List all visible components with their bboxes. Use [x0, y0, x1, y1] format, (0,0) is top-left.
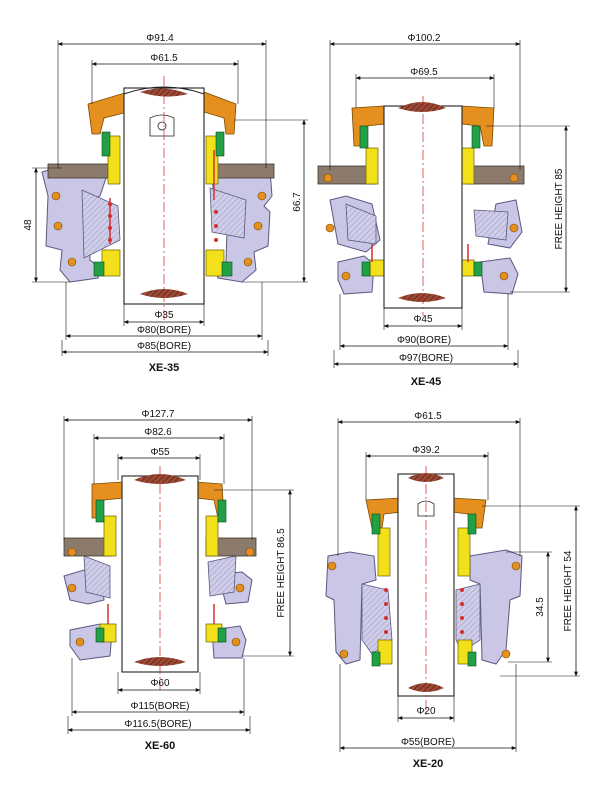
seal-xe45: Φ100.2 Φ69.5 FREE HEIGHT 85 Φ45 Φ90(BORE… — [317, 33, 570, 388]
model-label-xe60: XE-60 — [145, 740, 176, 752]
dim-xe45-free-height: FREE HEIGHT 85 — [554, 168, 565, 249]
dim-xe45-outer: Φ100.2 — [407, 33, 440, 44]
seal-xe60: Φ127.7 Φ82.6 Φ55 FREE HEIGHT 86.5 Φ60 Φ1… — [63, 409, 294, 752]
dim-xe20-free-height: FREE HEIGHT 54 — [563, 550, 574, 631]
dim-xe35-bore1: Φ80(BORE) — [137, 325, 191, 336]
dim-xe20-height: 34.5 — [535, 597, 546, 617]
dim-xe45-inner: Φ69.5 — [410, 67, 438, 78]
dim-xe45-bore2: Φ97(BORE) — [399, 353, 453, 364]
dim-xe20-inner: Φ39.2 — [412, 445, 440, 456]
dim-xe60-free-height: FREE HEIGHT 86.5 — [276, 528, 287, 618]
dim-xe35-bore2: Φ85(BORE) — [137, 341, 191, 352]
dim-xe35-outer: Φ91.4 — [146, 33, 174, 44]
dim-xe60-shaft: Φ60 — [150, 678, 170, 689]
dim-xe35-height-left: 48 — [23, 219, 34, 231]
model-label-xe45: XE-45 — [411, 376, 442, 388]
dim-xe60-outer: Φ127.7 — [141, 409, 174, 420]
dim-xe20-bore: Φ55(BORE) — [401, 737, 455, 748]
model-label-xe35: XE-35 — [149, 362, 180, 374]
dim-xe35-height-right: 66.7 — [292, 192, 303, 212]
dim-xe20-shaft: Φ20 — [416, 706, 436, 717]
dim-xe60-shaft-top: Φ55 — [150, 447, 170, 458]
seal-xe35: Φ91.4 Φ61.5 48 66.7 Φ35 Φ80(BORE) Φ85(BO… — [23, 33, 308, 374]
dim-xe60-bore1: Φ115(BORE) — [131, 701, 190, 712]
dim-xe45-bore1: Φ90(BORE) — [397, 335, 451, 346]
dim-xe60-bore2: Φ116.5(BORE) — [124, 719, 191, 730]
seal-xe20: Φ61.5 Φ39.2 34.5 FREE HEIGHT 54 Φ20 Φ55(… — [325, 411, 580, 770]
dim-xe20-outer: Φ61.5 — [414, 411, 442, 422]
dim-xe45-shaft: Φ45 — [413, 314, 433, 325]
dim-xe35-inner: Φ61.5 — [150, 53, 178, 64]
dim-xe60-inner: Φ82.6 — [144, 427, 172, 438]
dim-xe35-shaft: Φ35 — [154, 310, 174, 321]
model-label-xe20: XE-20 — [413, 758, 444, 770]
